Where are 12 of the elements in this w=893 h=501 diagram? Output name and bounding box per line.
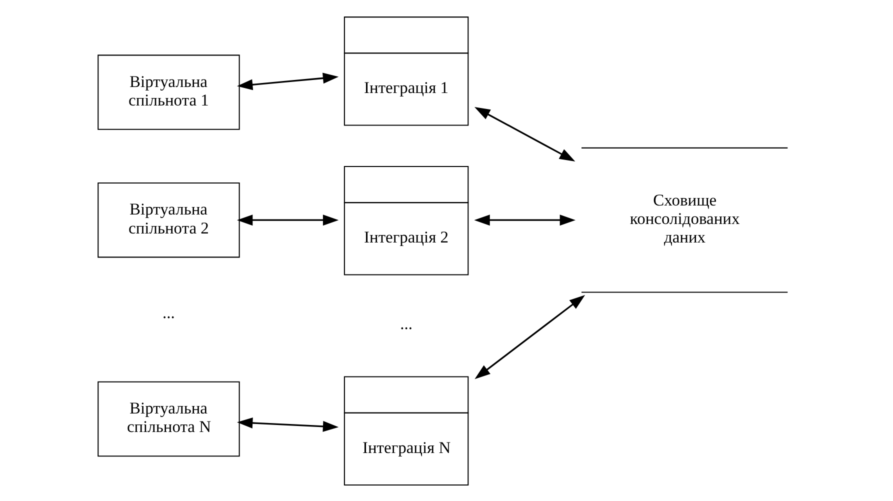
node-box: Віртуальна спільнота 1 [97, 54, 240, 130]
node-text: Сховище консолідованих даних [629, 190, 740, 247]
arrow [474, 106, 575, 162]
label: ... [400, 314, 412, 334]
label: ... [162, 302, 174, 322]
node-box: Віртуальна спільнота N [97, 381, 240, 457]
arrow [236, 418, 338, 432]
arrow [236, 214, 338, 226]
arrow [474, 214, 576, 226]
node-box: Віртуальна спільнота 2 [97, 182, 240, 258]
arrow [236, 72, 338, 90]
arrow [474, 295, 585, 380]
